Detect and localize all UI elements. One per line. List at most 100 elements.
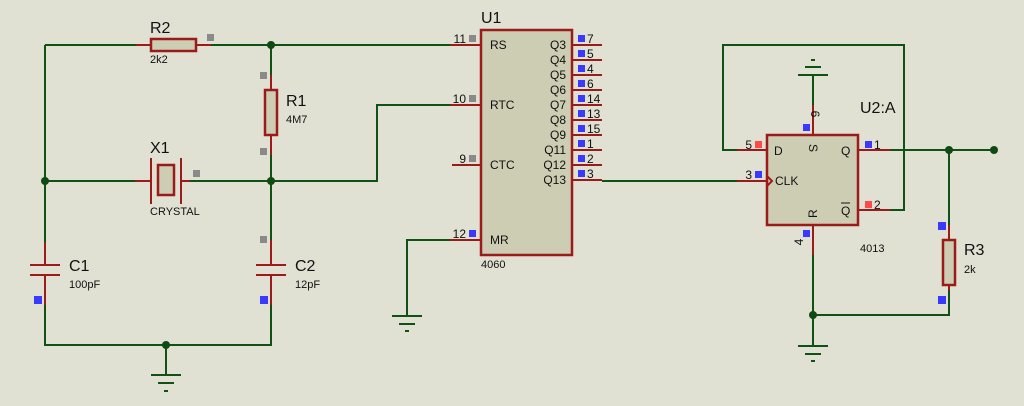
pin-number: 12 [453, 227, 467, 241]
pin-number: 13 [587, 107, 601, 121]
r3-value: 2k [964, 264, 976, 276]
u1-pin-rs[interactable]: 11 RS [450, 32, 507, 52]
pin-number: 1 [587, 137, 594, 151]
pin-name: Q6 [550, 83, 566, 97]
u2-pin-d[interactable]: 5 D [737, 138, 783, 158]
ground-symbol[interactable] [798, 345, 828, 362]
x1-value: CRYSTAL [150, 206, 200, 218]
pin-name: CLK [775, 174, 798, 188]
u2-pin-q[interactable]: 1 Q [841, 138, 890, 158]
pin-name: Q7 [550, 98, 566, 112]
resistor-r2[interactable]: R2 2k2 [136, 20, 214, 66]
wire-feedback-loop[interactable] [722, 44, 905, 211]
ground-symbol[interactable] [151, 374, 181, 392]
pin-name: Q9 [550, 128, 566, 142]
u1-pin-ctc[interactable]: 9 CTC [452, 152, 515, 172]
u1-pin-q3[interactable]: 7Q3 [550, 32, 602, 52]
pin-number: 7 [587, 32, 594, 46]
junction-dot [41, 177, 49, 185]
r1-ref: R1 [286, 93, 307, 110]
ic-u2a[interactable]: U2:A 4013 5 D 3 CLK 6 S 4 R [737, 100, 896, 255]
r2-value: 2k2 [150, 54, 168, 66]
pin-number: 4 [587, 62, 594, 76]
pin-number: 2 [874, 198, 881, 212]
pin-marker [469, 155, 476, 162]
pin-marker [578, 95, 585, 102]
u2-pin-clk[interactable]: 3 CLK [737, 168, 798, 188]
resistor-r3[interactable]: R3 2k [938, 222, 985, 304]
pin-marker [469, 95, 476, 102]
u2-pin-s[interactable]: 6 S [803, 105, 822, 152]
wire-crystal-right[interactable] [190, 104, 450, 182]
ic-u1[interactable]: U1 4060 11 RS 10 RTC 9 CTC 12 MR 7Q3 [450, 10, 602, 271]
pin-number: 3 [587, 167, 594, 181]
pin-marker [207, 34, 214, 41]
pin-marker [260, 72, 267, 79]
ground-symbol[interactable] [798, 59, 828, 76]
u2-part: 4013 [860, 243, 884, 255]
pin-marker [803, 230, 810, 237]
pin-number: 11 [454, 32, 467, 46]
pin-marker [578, 35, 585, 42]
pin-marker [578, 50, 585, 57]
pin-number: 10 [453, 92, 467, 106]
pin-marker [469, 35, 476, 42]
u1-pin-mr[interactable]: 12 MR [450, 227, 509, 247]
pin-marker [469, 230, 476, 237]
capacitor-c2[interactable]: C2 12pF [256, 236, 320, 305]
c1-value: 100pF [69, 279, 100, 291]
x1-ref: X1 [150, 140, 170, 157]
ic-body [479, 28, 574, 257]
u2-pin-r[interactable]: 4 R [792, 209, 820, 255]
wire-mr-ground[interactable] [406, 239, 452, 316]
pin-name: MR [490, 233, 509, 247]
pin-marker [260, 296, 268, 304]
pin-name: RS [490, 38, 507, 52]
r1-value: 4M7 [286, 114, 307, 126]
u2-ref: U2:A [860, 100, 896, 117]
u2-pin-qbar[interactable]: 2 Q [841, 198, 890, 218]
pin-number: 9 [459, 152, 466, 166]
resistor-body [149, 37, 198, 53]
wire-left-bottom[interactable] [44, 305, 272, 346]
pin-marker [865, 141, 872, 148]
u1-pin-rtc[interactable]: 10 RTC [450, 92, 515, 112]
crystal-body [156, 163, 176, 197]
u1-pin-q4[interactable]: 5Q4 [550, 47, 602, 67]
u1-part: 4060 [481, 259, 505, 271]
c2-ref: C2 [295, 258, 316, 275]
capacitor-c1[interactable]: C1 100pF [30, 242, 100, 305]
pin-marker [755, 171, 762, 178]
pin-name: S [806, 144, 820, 152]
pin-name: Q13 [543, 173, 566, 187]
pin-marker [578, 155, 585, 162]
pin-number: 6 [587, 77, 594, 91]
u1-pin-q6[interactable]: 6 Q6 [550, 77, 602, 97]
pin-marker [260, 148, 267, 155]
ground-symbol[interactable] [392, 315, 422, 332]
pin-marker [938, 222, 946, 230]
junction-dot [945, 146, 953, 154]
pin-marker [938, 296, 946, 304]
r2-ref: R2 [150, 20, 171, 37]
pin-number: 3 [745, 168, 752, 182]
resistor-r1[interactable]: R1 4M7 [260, 72, 307, 155]
junction-dot [809, 311, 817, 319]
pin-name: D [774, 144, 783, 158]
wire-r3-bottom[interactable] [813, 290, 950, 316]
u1-pin-q13[interactable]: 3 Q13 [543, 167, 602, 187]
crystal-x1[interactable]: X1 CRYSTAL [135, 140, 200, 218]
pin-number: 2 [587, 152, 594, 166]
c1-ref: C1 [69, 258, 90, 275]
u1-pin-q5[interactable]: 4Q5 [550, 62, 602, 82]
pin-marker [578, 125, 585, 132]
junctions [41, 41, 998, 349]
pin-name: R [806, 209, 820, 218]
